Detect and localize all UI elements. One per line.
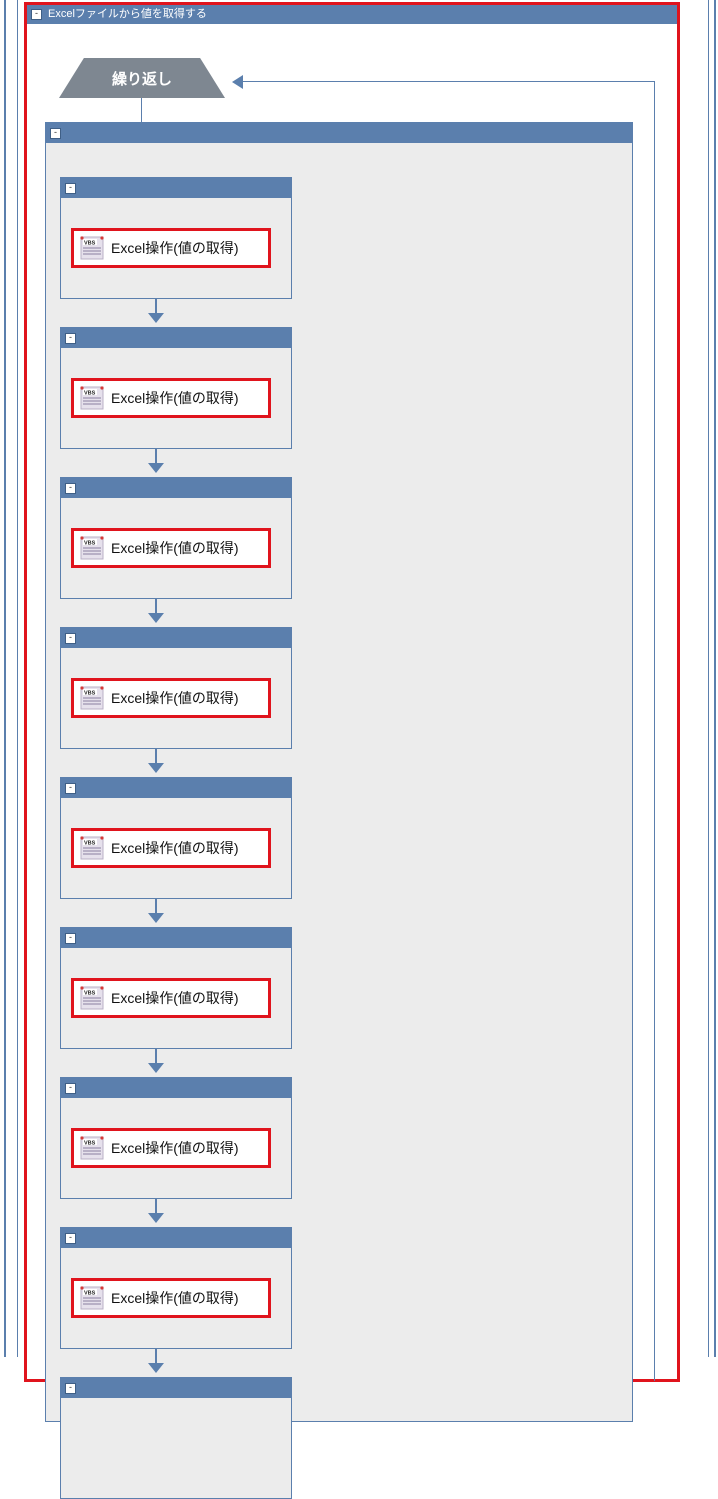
vbs-script-icon: VBS xyxy=(79,235,105,261)
collapse-button[interactable]: - xyxy=(65,783,76,794)
step-header[interactable]: - xyxy=(61,628,291,648)
step-block[interactable]: - VBS Excel操作(値の取得) xyxy=(60,327,292,449)
collapse-button[interactable]: - xyxy=(31,9,42,20)
vbs-script-icon: VBS xyxy=(79,1135,105,1161)
inner-group[interactable]: - - VBS Excel操作(値の取得) - VBS Excel操作(値の取得) - VBS… xyxy=(45,122,633,1499)
vbs-script-icon: VBS xyxy=(79,835,105,861)
step-block[interactable]: - VBS Excel操作(値の取得) xyxy=(60,1077,292,1199)
action-excel-get-value[interactable]: VBS Excel操作(値の取得) xyxy=(71,678,271,718)
collapse-button[interactable]: - xyxy=(65,633,76,644)
collapse-button[interactable]: - xyxy=(65,1383,76,1394)
flow-arrow-icon xyxy=(146,599,166,629)
collapse-button[interactable]: - xyxy=(65,333,76,344)
flow-arrow-icon xyxy=(146,749,166,779)
step-block[interactable]: - VBS Excel操作(値の取得) xyxy=(60,477,292,599)
step-block[interactable]: - VBS Excel操作(値の取得) xyxy=(60,777,292,899)
action-excel-get-value[interactable]: VBS Excel操作(値の取得) xyxy=(71,528,271,568)
flow-arrow-icon xyxy=(146,1049,166,1079)
action-label: Excel操作(値の取得) xyxy=(111,540,239,556)
flow-arrow-icon xyxy=(146,1349,166,1379)
outer-frame-line xyxy=(708,0,709,1357)
step-block[interactable]: - VBS Excel操作(値の取得) xyxy=(60,177,292,299)
step-header[interactable]: - xyxy=(61,778,291,798)
inner-group-header[interactable]: - xyxy=(46,123,632,143)
flow-arrow-icon xyxy=(146,1199,166,1229)
loop-node[interactable]: 繰り返し xyxy=(59,58,225,98)
step-header[interactable]: - xyxy=(61,178,291,198)
step-block[interactable]: - xyxy=(60,1377,292,1499)
vbs-script-icon: VBS xyxy=(79,385,105,411)
loop-label: 繰り返し xyxy=(111,70,172,88)
group-body: 繰り返し - - VBS Excel操作(値の取得) - VBS Excel操作(値の取得… xyxy=(27,24,677,1499)
step-header[interactable]: - xyxy=(61,328,291,348)
action-label: Excel操作(値の取得) xyxy=(111,240,239,256)
svg-text:VBS: VBS xyxy=(84,1141,96,1147)
collapse-button[interactable]: - xyxy=(65,183,76,194)
outer-frame-line xyxy=(714,0,716,1357)
collapse-button[interactable]: - xyxy=(65,1233,76,1244)
loop-connector xyxy=(141,98,142,122)
action-excel-get-value[interactable]: VBS Excel操作(値の取得) xyxy=(71,1278,271,1318)
step-header[interactable]: - xyxy=(61,1228,291,1248)
action-excel-get-value[interactable]: VBS Excel操作(値の取得) xyxy=(71,1128,271,1168)
flow-arrow-icon xyxy=(146,449,166,479)
svg-text:VBS: VBS xyxy=(84,541,96,547)
svg-text:VBS: VBS xyxy=(84,1291,96,1297)
collapse-button[interactable]: - xyxy=(50,128,61,139)
action-excel-get-value[interactable]: VBS Excel操作(値の取得) xyxy=(71,228,271,268)
step-block[interactable]: - VBS Excel操作(値の取得) xyxy=(60,927,292,1049)
step-block[interactable]: - VBS Excel操作(値の取得) xyxy=(60,627,292,749)
collapse-button[interactable]: - xyxy=(65,1083,76,1094)
svg-text:VBS: VBS xyxy=(84,991,96,997)
group-excel-get-values[interactable]: - Excelファイルから値を取得する 繰り返し - - VBS Excel操作(値… xyxy=(24,2,680,1499)
action-label: Excel操作(値の取得) xyxy=(111,1290,239,1306)
action-excel-get-value[interactable]: VBS Excel操作(値の取得) xyxy=(71,978,271,1018)
loop-back-arrow-icon xyxy=(232,75,243,89)
action-excel-get-value[interactable]: VBS Excel操作(値の取得) xyxy=(71,378,271,418)
action-label: Excel操作(値の取得) xyxy=(111,990,239,1006)
group-title: Excelファイルから値を取得する xyxy=(48,8,207,20)
flow-arrow-icon xyxy=(146,899,166,929)
svg-text:VBS: VBS xyxy=(84,241,96,247)
action-excel-get-value[interactable]: VBS Excel操作(値の取得) xyxy=(71,828,271,868)
action-label: Excel操作(値の取得) xyxy=(111,390,239,406)
outer-frame-line xyxy=(17,0,18,1357)
vbs-script-icon: VBS xyxy=(79,985,105,1011)
action-label: Excel操作(値の取得) xyxy=(111,1140,239,1156)
loop-back-line xyxy=(654,81,655,1381)
vbs-script-icon: VBS xyxy=(79,685,105,711)
outer-frame-line xyxy=(4,0,6,1357)
step-block[interactable]: - VBS Excel操作(値の取得) xyxy=(60,1227,292,1349)
collapse-button[interactable]: - xyxy=(65,483,76,494)
svg-text:VBS: VBS xyxy=(84,841,96,847)
step-header[interactable]: - xyxy=(61,1378,291,1398)
collapse-button[interactable]: - xyxy=(65,933,76,944)
group-header[interactable]: - Excelファイルから値を取得する xyxy=(27,5,677,24)
flow-arrow-icon xyxy=(146,299,166,329)
step-header[interactable]: - xyxy=(61,478,291,498)
vbs-script-icon: VBS xyxy=(79,1285,105,1311)
step-header[interactable]: - xyxy=(61,1078,291,1098)
vbs-script-icon: VBS xyxy=(79,535,105,561)
action-label: Excel操作(値の取得) xyxy=(111,690,239,706)
svg-text:VBS: VBS xyxy=(84,391,96,397)
step-header[interactable]: - xyxy=(61,928,291,948)
action-label: Excel操作(値の取得) xyxy=(111,840,239,856)
svg-text:VBS: VBS xyxy=(84,691,96,697)
loop-back-line xyxy=(243,81,654,82)
